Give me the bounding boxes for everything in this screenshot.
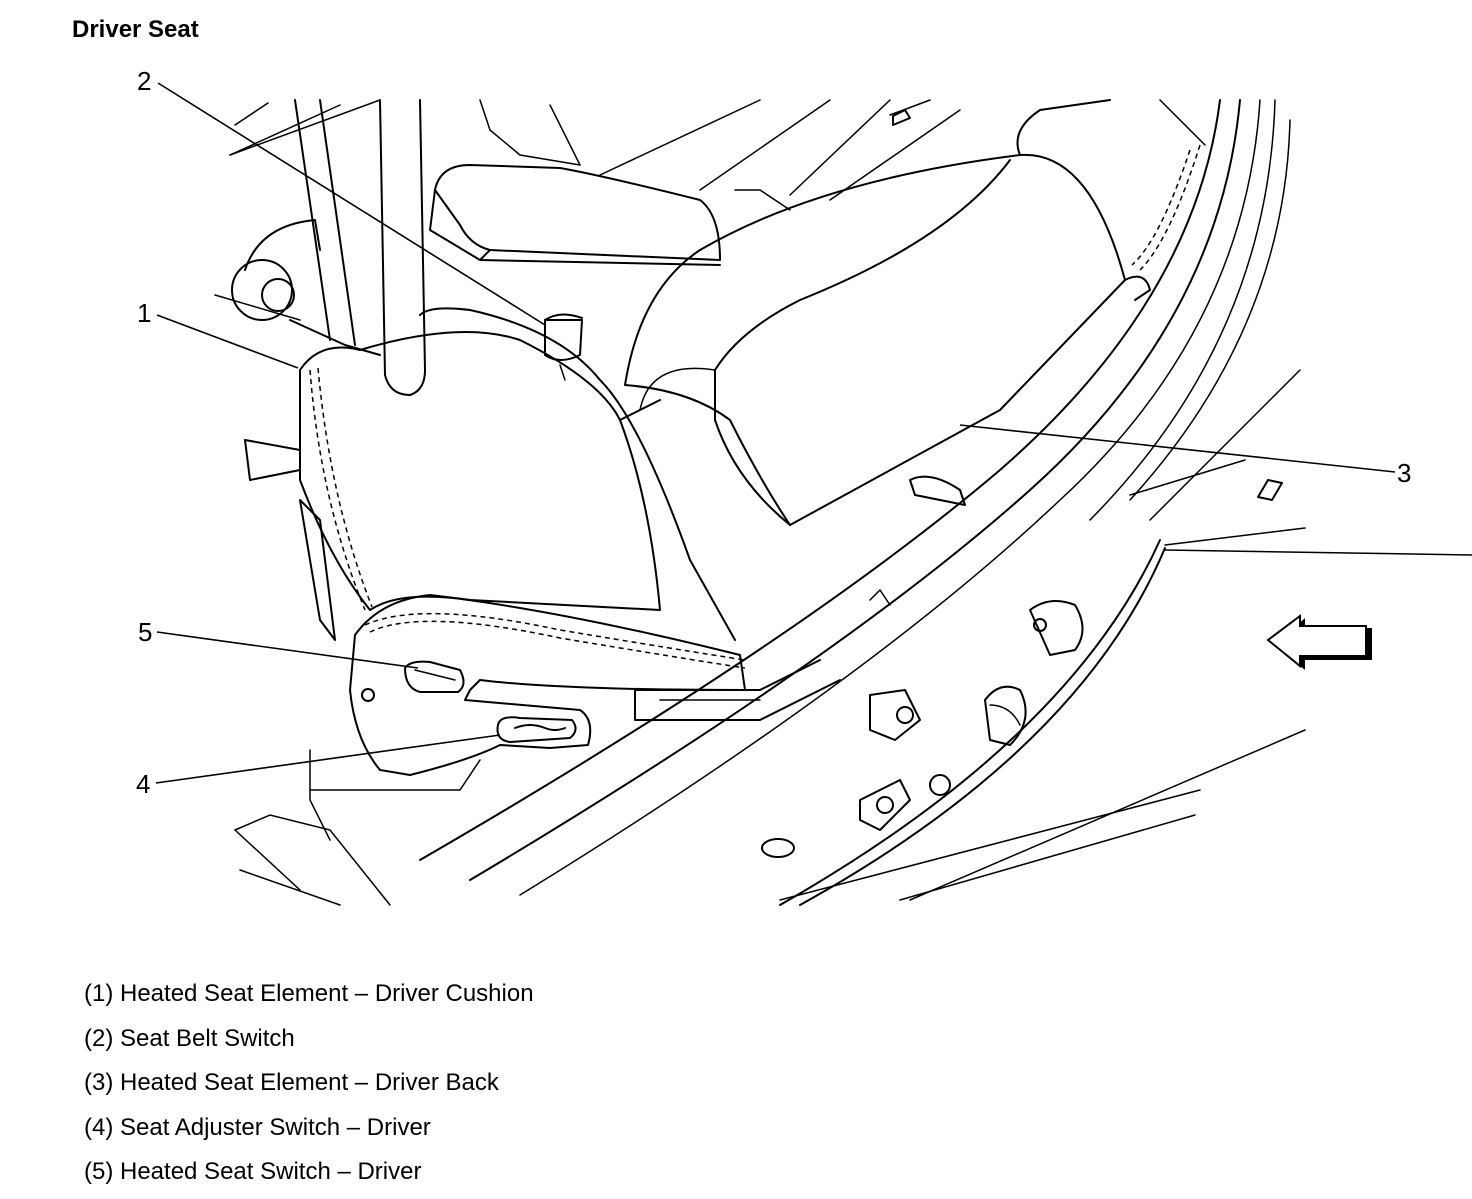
leader-line-4 [155, 734, 501, 784]
callout-3: 3 [1397, 458, 1411, 488]
callout-2: 2 [137, 66, 151, 96]
legend-item: (5) Heated Seat Switch – Driver [84, 1158, 422, 1185]
callout-legend: (1) Heated Seat Element – Driver Cushion… [84, 976, 534, 1199]
legend-item: (4) Seat Adjuster Switch – Driver [84, 1113, 431, 1141]
cabin-structure [229, 99, 1206, 211]
seat-cushion [299, 307, 736, 641]
legend-item: (2) Seat Belt Switch [84, 1024, 295, 1052]
seat-rails [234, 475, 1084, 906]
seat-side-shield [244, 439, 746, 776]
page-title: Driver Seat [72, 16, 199, 43]
leader-line-2 [157, 82, 546, 326]
callout-1: 1 [137, 298, 151, 328]
heated-seat-switch [404, 660, 465, 693]
leader-line-5 [156, 631, 419, 669]
leader-line-3 [959, 424, 1396, 473]
driver-seat-illustration: 1 2 3 4 5 [136, 66, 1472, 906]
seat-belt-buckle [544, 313, 583, 381]
seat-adjuster-switch [496, 716, 577, 743]
b-pillar [214, 99, 426, 396]
door-frame [419, 99, 1472, 906]
left-arrow-icon [1266, 614, 1372, 670]
center-console [429, 164, 721, 266]
callout-4: 4 [136, 769, 150, 799]
seat-back [624, 99, 1151, 526]
leader-line-1 [156, 314, 299, 369]
legend-item: (1) Heated Seat Element – Driver Cushion [84, 980, 534, 1007]
callout-5: 5 [138, 617, 152, 647]
legend-item: (3) Heated Seat Element – Driver Back [84, 1069, 499, 1096]
